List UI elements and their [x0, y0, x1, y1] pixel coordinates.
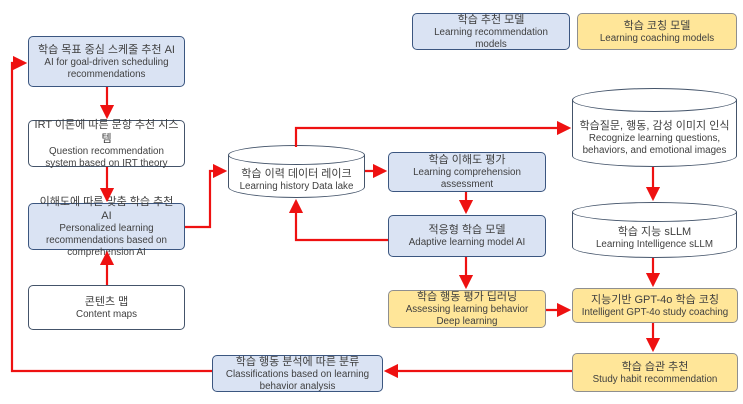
node-image-recognition-en: Recognize learning questions, behaviors,…	[582, 132, 727, 156]
node-adaptive-learning-model: 적응형 학습 모델 Adaptive learning model AI	[388, 215, 546, 257]
node-image-recognition-cylinder: 학습질문, 행동, 감성 이미지 인식 Recognize learning q…	[572, 88, 737, 167]
node-personalized-ko: 이해도에 따른 맞춤 학습 추천 AI	[39, 195, 174, 222]
legend-coaching-models: 학습 코칭 모델 Learning coaching models	[577, 13, 737, 50]
cylinder-top-ellipse	[572, 202, 737, 222]
node-goal-scheduling-en: AI for goal-driven scheduling recommenda…	[44, 56, 169, 80]
node-sllm-en: Learning Intelligence sLLM	[595, 239, 714, 250]
node-data-lake-en: Learning history Data lake	[239, 180, 354, 192]
node-data-lake-ko: 학습 이력 데이터 레이크	[241, 167, 352, 180]
node-comprehension-assessment: 학습 이해도 평가 Learning comprehension assessm…	[388, 152, 546, 192]
node-personalized-recommendation-ai: 이해도에 따른 맞춤 학습 추천 AI Personalized learnin…	[28, 196, 185, 258]
node-sllm-ko: 학습 지능 sLLM	[617, 226, 692, 238]
node-comprehension-assessment-en: Learning comprehension assessment	[413, 167, 521, 190]
node-habit-recommendation: 학습 습관 추천 Study habit recommendation	[572, 353, 738, 392]
node-sllm-cylinder: 학습 지능 sLLM Learning Intelligence sLLM	[572, 202, 737, 258]
node-irt-question-system: IRT 이론에 따른 문항 추천 시스템 Question recommenda…	[28, 118, 185, 169]
legend-recommendation-ko: 학습 추천 모델	[457, 13, 525, 26]
node-data-lake-cylinder: 학습 이력 데이터 레이크 Learning history Data lake	[228, 145, 365, 198]
node-irt-question-ko: IRT 이론에 따른 문항 추천 시스템	[34, 118, 179, 145]
node-goal-scheduling-ko: 학습 목표 중심 스케줄 추천 AI	[38, 43, 175, 56]
arrow-personalized-to-datalake	[185, 163, 228, 229]
node-adaptive-model-ko: 적응형 학습 모델	[428, 224, 506, 236]
node-goal-scheduling-ai: 학습 목표 중심 스케줄 추천 AI AI for goal-driven sc…	[28, 36, 185, 87]
node-content-maps-ko: 콘텐츠 맵	[84, 295, 129, 308]
node-gpt4o-coaching: 지능기반 GPT-4o 학습 코칭 Intelligent GPT-4o stu…	[572, 288, 738, 323]
node-behavior-classification-ko: 학습 행동 분석에 따른 분류	[235, 355, 360, 368]
node-content-maps-en: Content maps	[76, 308, 137, 320]
node-habit-recommendation-en: Study habit recommendation	[592, 373, 718, 385]
node-behavior-deep-learning-ko: 학습 행동 평가 딥러닝	[416, 291, 518, 303]
node-content-maps: 콘텐츠 맵 Content maps	[28, 285, 185, 330]
node-personalized-en: Personalized learning recommendations ba…	[46, 222, 167, 258]
node-comprehension-assessment-ko: 학습 이해도 평가	[428, 154, 506, 166]
node-adaptive-model-en: Adaptive learning model AI	[408, 237, 526, 248]
node-behavior-deep-learning: 학습 행동 평가 딥러닝 Assessing learning behavior…	[388, 290, 546, 328]
cylinder-top-ellipse	[572, 88, 737, 112]
legend-coaching-en: Learning coaching models	[599, 32, 715, 44]
node-behavior-deep-learning-en: Assessing learning behavior Deep learnin…	[405, 304, 529, 327]
node-habit-recommendation-ko: 학습 습관 추천	[621, 360, 689, 373]
arrow-adaptive-to-datalake	[288, 198, 388, 242]
node-behavior-classification: 학습 행동 분석에 따른 분류 Classifications based on…	[212, 355, 383, 392]
legend-coaching-ko: 학습 코칭 모델	[623, 19, 691, 32]
node-gpt4o-coaching-en: Intelligent GPT-4o study coaching	[581, 306, 729, 318]
legend-recommendation-models: 학습 추천 모델 Learning recommendation models	[412, 13, 570, 50]
node-gpt4o-coaching-ko: 지능기반 GPT-4o 학습 코칭	[590, 293, 720, 306]
node-image-recognition-ko: 학습질문, 행동, 감성 이미지 인식	[579, 119, 730, 132]
node-irt-question-en: Question recommendation system based on …	[45, 145, 168, 169]
legend-recommendation-en: Learning recommendation models	[434, 26, 548, 50]
cylinder-top-ellipse	[228, 145, 365, 165]
node-behavior-classification-en: Classifications based on learning behavi…	[225, 368, 370, 392]
